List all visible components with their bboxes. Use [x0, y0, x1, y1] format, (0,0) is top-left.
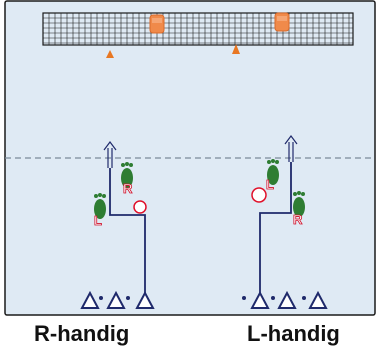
marker-icon [308, 290, 328, 309]
caption-right-handed: R-handig [34, 321, 130, 346]
foot-right-letter: R [123, 181, 133, 196]
foot-right-icon [293, 191, 305, 217]
ball-icon [251, 187, 267, 203]
movement-path [109, 168, 146, 298]
movement-path [259, 162, 292, 298]
marker-dot [99, 296, 103, 300]
marker-icon [250, 290, 270, 309]
marker-icon [80, 290, 100, 309]
foot-left-icon [267, 159, 279, 185]
marker-dot [126, 296, 130, 300]
chair-icon [274, 12, 290, 32]
marker-icon [135, 290, 155, 309]
marker-icon [277, 290, 297, 309]
marker-dot [242, 296, 246, 300]
caption-left-handed: L-handig [247, 321, 340, 346]
marker-dot [271, 296, 275, 300]
cone-icon [106, 50, 114, 58]
cone-icon [232, 44, 240, 54]
drill-right: L R [242, 135, 328, 309]
marker-icon [106, 290, 126, 309]
double-arrow-up-icon [284, 135, 298, 162]
cone-markers [80, 290, 155, 309]
ball-icon [133, 200, 147, 214]
net-frame [42, 12, 354, 46]
cone-markers [250, 290, 328, 309]
marker-dot [302, 296, 306, 300]
foot-left-letter: L [266, 177, 274, 192]
foot-right-letter: R [293, 212, 303, 227]
foot-right-icon [121, 162, 133, 188]
drill-left: R L [80, 141, 155, 309]
chair-icon [149, 14, 165, 34]
foot-left-letter: L [94, 213, 102, 228]
double-arrow-up-icon [103, 141, 117, 168]
foot-left-icon [94, 193, 106, 219]
